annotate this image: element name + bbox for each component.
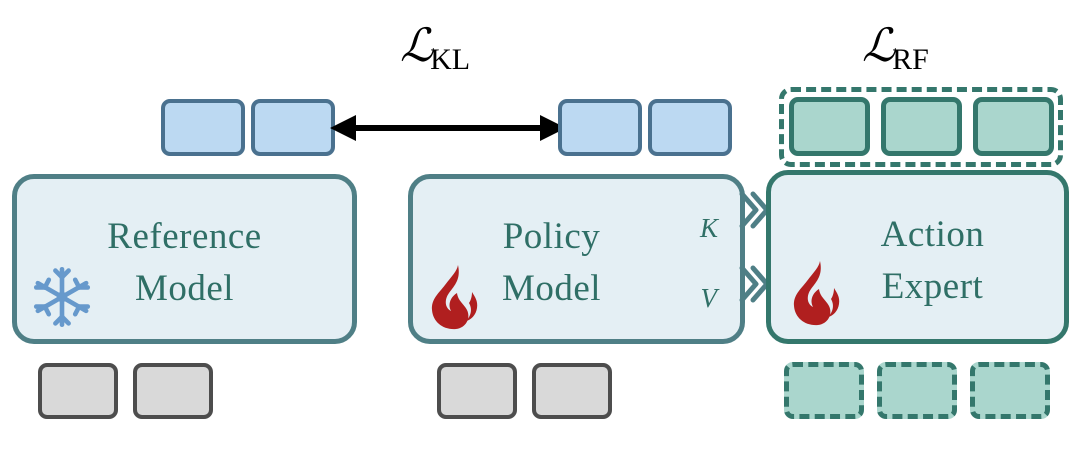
kv-label-k: K bbox=[699, 213, 718, 243]
kv-chevron-k-icon bbox=[738, 188, 770, 237]
loss-label-rf: ℒRF bbox=[862, 22, 929, 75]
reference-output-token-1 bbox=[161, 99, 245, 156]
policy-input-token-2 bbox=[532, 363, 612, 419]
kl-bidirectional-arrow bbox=[330, 113, 566, 148]
block-policy-model-line2: Model bbox=[501, 268, 602, 309]
block-action-expert[interactable]: Action Expert bbox=[766, 170, 1069, 344]
block-action-expert-line1: Action bbox=[880, 214, 985, 255]
flame-icon bbox=[787, 259, 845, 332]
block-reference-model-line2: Model bbox=[134, 268, 235, 309]
block-action-expert-line2: Expert bbox=[881, 266, 984, 307]
policy-output-token-1 bbox=[558, 99, 642, 156]
policy-input-token-1 bbox=[437, 363, 517, 419]
block-reference-model-line1: Reference bbox=[107, 216, 262, 257]
expert-output-token-2 bbox=[881, 97, 962, 156]
reference-output-token-2 bbox=[251, 99, 335, 156]
block-policy-model[interactable]: Policy Model K V bbox=[408, 174, 745, 344]
flame-icon bbox=[425, 263, 483, 336]
reference-input-token-1 bbox=[38, 363, 118, 419]
expert-input-token-1 bbox=[784, 362, 864, 419]
expert-output-token-group bbox=[779, 87, 1063, 167]
loss-label-kl: ℒKL bbox=[400, 22, 470, 75]
expert-output-token-3 bbox=[973, 97, 1054, 156]
expert-output-token-1 bbox=[789, 97, 870, 156]
loss-symbol-kl: ℒ bbox=[400, 18, 433, 72]
snowflake-icon bbox=[29, 264, 95, 335]
expert-input-token-2 bbox=[877, 362, 957, 419]
kv-chevron-v-icon bbox=[738, 262, 770, 311]
loss-subscript-rf: RF bbox=[892, 43, 929, 77]
loss-symbol-rf: ℒ bbox=[862, 18, 895, 72]
loss-subscript-kl: KL bbox=[430, 43, 471, 77]
reference-input-token-2 bbox=[133, 363, 213, 419]
expert-input-token-3 bbox=[970, 362, 1050, 419]
block-reference-model[interactable]: Reference Model bbox=[12, 174, 357, 344]
block-policy-model-line1: Policy bbox=[502, 216, 601, 257]
policy-output-token-2 bbox=[648, 99, 732, 156]
kv-label-v: V bbox=[700, 283, 718, 313]
